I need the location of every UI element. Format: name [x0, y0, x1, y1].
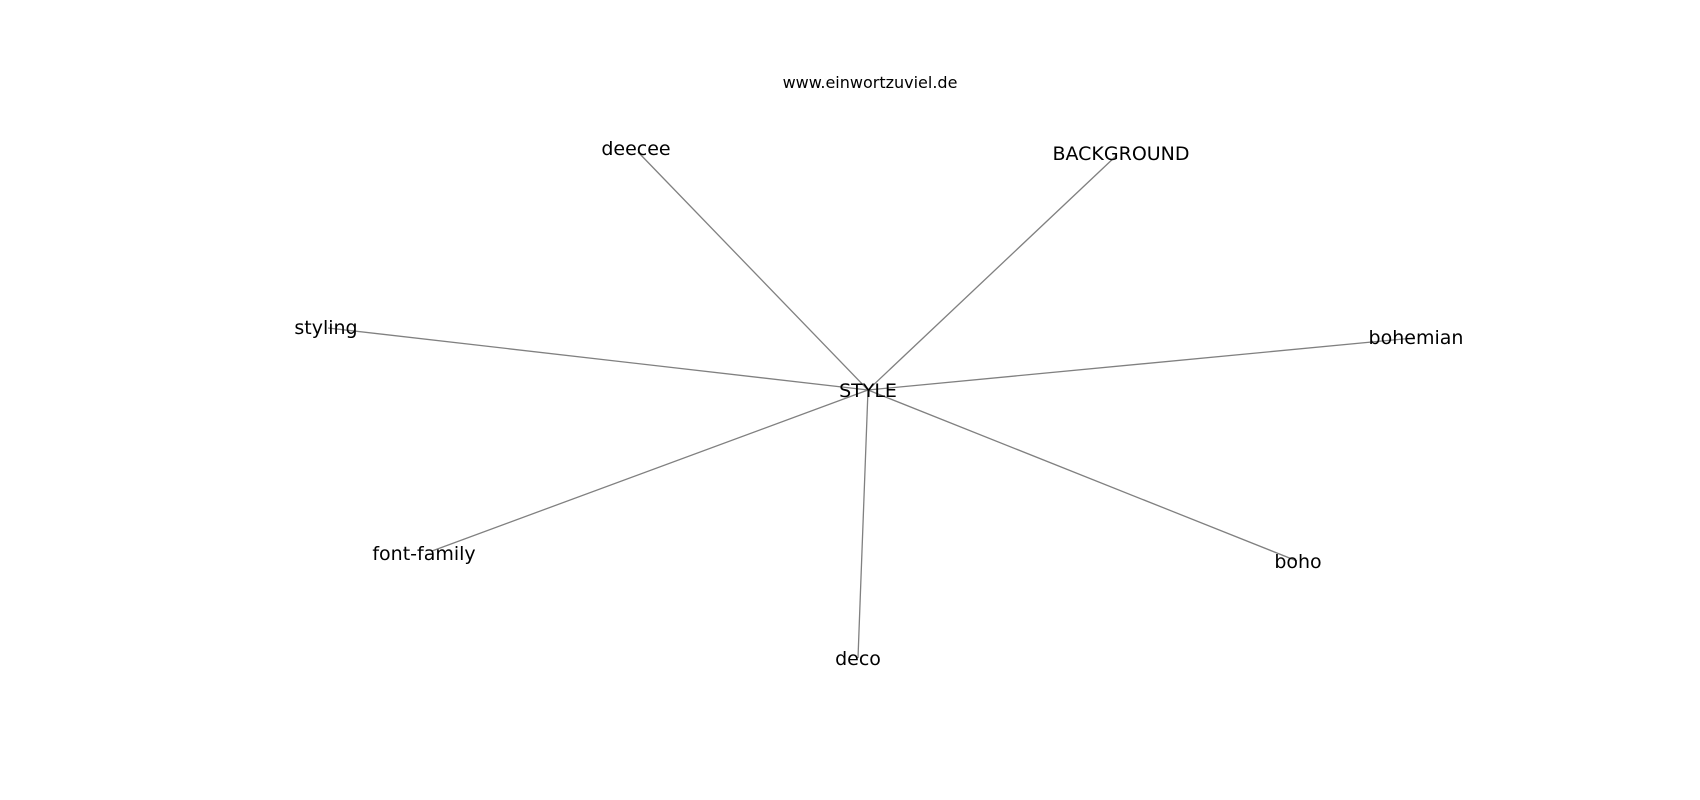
- edge-style-styling: [327, 327, 869, 391]
- edge-style-deecee: [637, 151, 869, 391]
- node-styling: styling: [294, 317, 357, 339]
- node-style: STYLE: [839, 380, 897, 402]
- edge-style-background: [867, 154, 1118, 391]
- nodes: STYLE deecee BACKGROUND styling bohemian…: [294, 138, 1463, 670]
- node-deco: deco: [835, 648, 881, 670]
- node-boho: boho: [1274, 551, 1321, 573]
- node-deecee: deecee: [601, 138, 670, 160]
- site-url-label: www.einwortzuviel.de: [783, 73, 958, 92]
- edge-style-boho: [867, 389, 1298, 562]
- edges: [327, 151, 1415, 659]
- edge-style-bohemian: [867, 337, 1415, 391]
- node-bohemian: bohemian: [1369, 327, 1464, 349]
- node-background: BACKGROUND: [1052, 143, 1189, 165]
- edge-style-deco: [857, 389, 869, 659]
- edge-style-font-family: [431, 389, 869, 552]
- node-font-family: font-family: [372, 543, 475, 565]
